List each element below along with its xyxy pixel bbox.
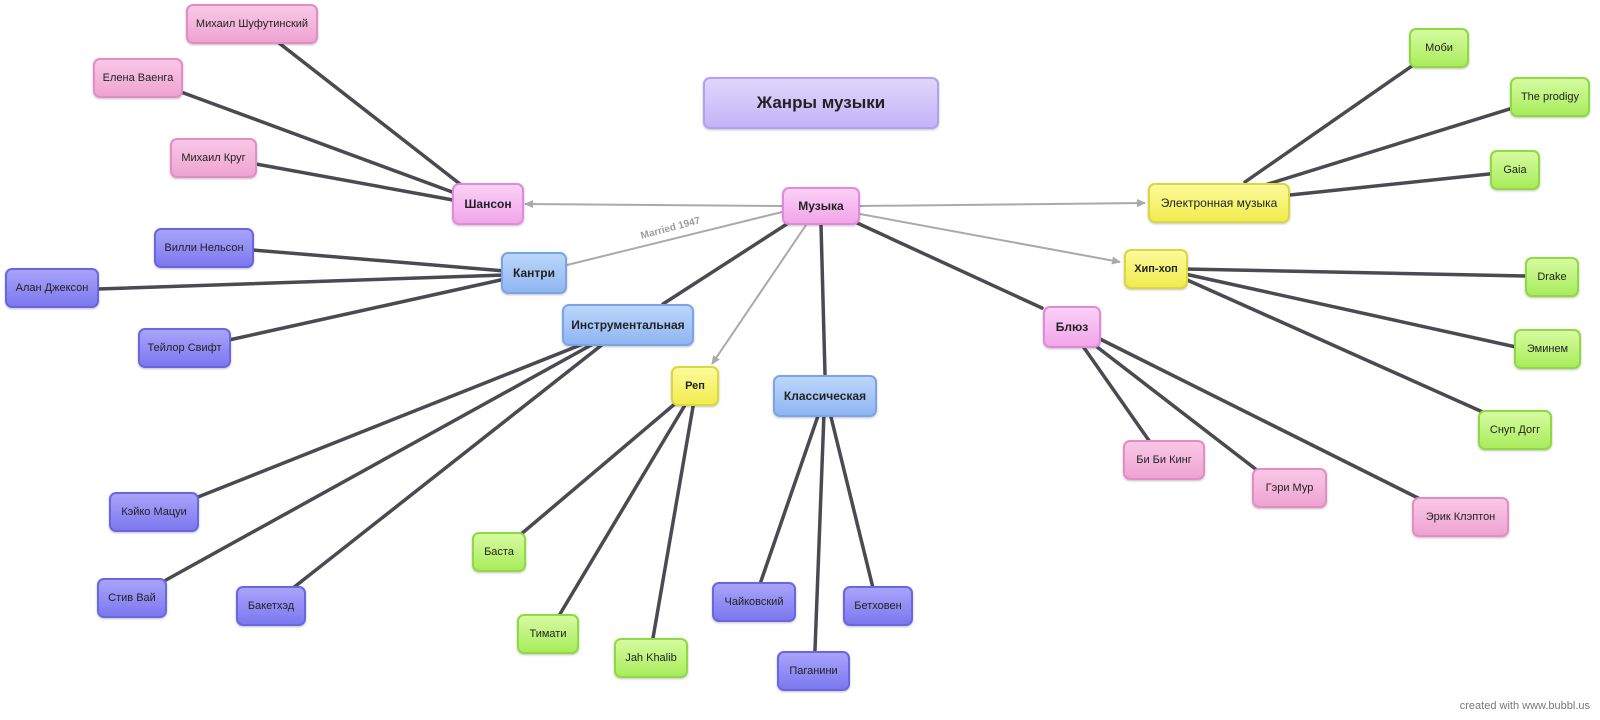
artist-node-tchaikovsky[interactable]: Чайковский — [712, 582, 796, 622]
artist-node-moore[interactable]: Гэри Мур — [1252, 468, 1327, 508]
artist-node-jahkhalib[interactable]: Jah Khalib — [614, 638, 688, 678]
edge-root-electronic — [859, 199, 1146, 208]
artist-node-clapton[interactable]: Эрик Клэптон — [1412, 497, 1509, 537]
edge-root-country — [566, 211, 783, 266]
edge-instrumental-buckethead — [291, 342, 605, 590]
edge-classical-beethoven — [828, 411, 875, 590]
edge-blues-clapton — [1092, 334, 1432, 506]
genre-node-country[interactable]: Кантри — [501, 252, 567, 294]
edge-hiphop-drake — [1183, 267, 1530, 278]
artist-node-buckethead[interactable]: Бакетхэд — [236, 586, 306, 626]
edge-instrumental-matsui — [196, 342, 585, 499]
artist-node-drake[interactable]: Drake — [1525, 257, 1579, 297]
edge-hiphop-snoop — [1183, 277, 1516, 428]
artist-node-shufutinsky[interactable]: Михаил Шуфутинский — [186, 4, 318, 44]
genre-node-chanson[interactable]: Шансон — [452, 183, 524, 225]
artist-node-vai[interactable]: Стив Вай — [97, 578, 167, 618]
edge-hiphop-eminem — [1183, 272, 1518, 349]
artist-node-timati[interactable]: Тимати — [517, 614, 579, 654]
edge-blues-moore — [1086, 338, 1264, 476]
edge-root-shanson — [524, 200, 783, 209]
artist-node-krug[interactable]: Михаил Круг — [170, 138, 257, 178]
edge-root-hiphop — [859, 213, 1121, 265]
artist-node-eminem[interactable]: Эминем — [1514, 329, 1581, 369]
artist-node-snoop[interactable]: Снуп Догг — [1478, 410, 1552, 450]
artist-node-bbking[interactable]: Би Би Кинг — [1123, 440, 1205, 480]
artist-node-basta[interactable]: Баста — [472, 532, 526, 572]
artist-node-swift[interactable]: Тейлор Свифт — [138, 328, 231, 368]
artist-node-matsui[interactable]: Кэйко Мацуи — [109, 492, 199, 532]
genre-node-blues[interactable]: Блюз — [1043, 306, 1101, 348]
edge-country-nelson — [251, 248, 507, 273]
genre-node-hiphop[interactable]: Хип-хоп — [1124, 249, 1188, 289]
edge-instrumental-vai — [164, 342, 595, 582]
edge-country-jackson — [96, 273, 507, 291]
diagram-title: Жанры музыки — [703, 77, 939, 129]
edge-root-instrumental — [661, 220, 792, 306]
artist-node-vaenga[interactable]: Елена Ваенга — [93, 58, 183, 98]
genre-node-instrumental[interactable]: Инструментальная — [562, 304, 694, 346]
edge-classical-tchaikovsky — [758, 411, 821, 586]
artist-node-nelson[interactable]: Вилли Нельсон — [154, 228, 254, 268]
genre-node-classical[interactable]: Классическая — [773, 375, 877, 417]
edge-rap-basta — [518, 395, 685, 537]
artist-node-prodigy[interactable]: The prodigy — [1510, 77, 1590, 117]
edge-classical-paganini — [813, 411, 826, 652]
genre-node-rap[interactable]: Реп — [671, 366, 719, 406]
edge-shanson-shufutinsky — [277, 41, 462, 186]
edge-electronic-prodigy — [1263, 100, 1534, 187]
edge-rap-timati — [558, 398, 690, 616]
edge-root-blues — [853, 220, 1044, 310]
genre-node-electronic[interactable]: Электронная музыка — [1148, 183, 1290, 223]
artist-node-jackson[interactable]: Алан Джексон — [5, 268, 99, 308]
edge-root-classical — [819, 223, 827, 376]
edge-electronic-moby — [1243, 50, 1434, 184]
edge-shanson-krug — [254, 162, 455, 202]
artist-node-gaia[interactable]: Gaia — [1490, 150, 1540, 190]
edge-root-rap — [711, 224, 807, 365]
edge-rap-jahkhalib — [651, 399, 696, 640]
artist-node-moby[interactable]: Моби — [1409, 28, 1469, 68]
edge-shanson-vaenga — [179, 90, 457, 195]
edge-electronic-gaia — [1288, 170, 1510, 197]
edge-blues-bbking — [1078, 340, 1152, 444]
edge-country-swift — [227, 277, 507, 342]
artist-node-beethoven[interactable]: Бетховен — [843, 586, 913, 626]
bubbl-credit[interactable]: created with www.bubbl.us — [1459, 700, 1590, 712]
artist-node-paganini[interactable]: Паганини — [777, 651, 850, 691]
root-node[interactable]: Музыка — [782, 187, 860, 225]
